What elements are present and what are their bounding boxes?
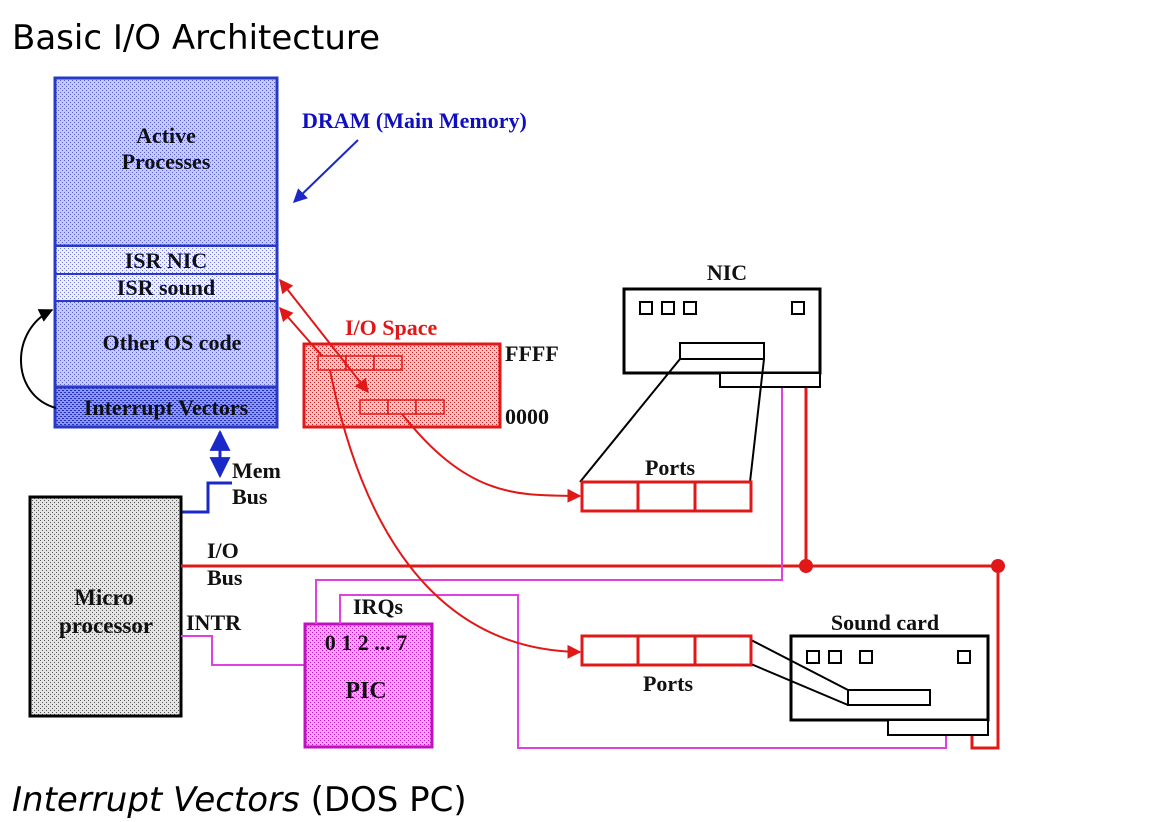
- active-processes-label-1: Active: [136, 123, 196, 148]
- main-memory: Active Processes ISR NIC ISR sound Other…: [53, 76, 279, 429]
- dram-pointer-arrow: [292, 139, 359, 203]
- io-space-ports-sound: [359, 399, 445, 415]
- subtitle-normal: (DOS PC): [299, 780, 467, 820]
- io-space-label: I/O Space: [345, 315, 438, 340]
- nic-ports: Ports: [580, 455, 753, 513]
- io-bus: I/O Bus: [181, 387, 1005, 750]
- active-processes-region: [53, 76, 279, 248]
- pic-irq-range: 0 1 2 ... 7: [325, 630, 408, 655]
- pic: 0 1 2 ... 7 PIC IRQs: [303, 594, 434, 749]
- microprocessor: Micro processor: [28, 495, 183, 718]
- subtitle: Interrupt Vectors (DOS PC): [12, 780, 467, 820]
- io-space-ports-nic: [317, 355, 403, 371]
- sound-ports: Ports: [580, 634, 753, 696]
- io-bus-label-2: Bus: [207, 565, 243, 590]
- dram-label: DRAM (Main Memory): [302, 108, 527, 133]
- isr-sound-region: [54, 273, 278, 302]
- intr-line: INTR: [181, 610, 305, 666]
- pic-label: PIC: [345, 678, 386, 704]
- nic-ports-label: Ports: [645, 455, 696, 480]
- io-to-nic-ports-arrow: [401, 413, 582, 503]
- irq-line-sound: [339, 594, 947, 749]
- active-processes-label-2: Processes: [122, 149, 211, 174]
- interrupt-vectors-label: Interrupt Vectors: [84, 395, 249, 420]
- io-bus-junction-sound: [991, 559, 1005, 573]
- subtitle-italic: Interrupt Vectors: [12, 780, 300, 820]
- page-title: Basic I/O Architecture: [12, 18, 381, 58]
- isr-nic-io-arrow: [279, 278, 369, 394]
- io-space-low: 0000: [505, 404, 549, 429]
- irq-line-nic: [315, 387, 783, 624]
- cpu-label-2: processor: [59, 613, 153, 638]
- sound-card-label: Sound card: [831, 610, 939, 635]
- memory-bus: Mem Bus: [181, 429, 281, 514]
- nic-card: NIC: [579, 260, 822, 483]
- sound-card: Sound card: [750, 610, 990, 736]
- nic-label: NIC: [707, 260, 747, 285]
- isr-nic-label: ISR NIC: [125, 248, 208, 273]
- mem-bus-label-2: Bus: [232, 484, 268, 509]
- vector-jump-arrow: [20, 309, 57, 409]
- other-os-code-label: Other OS code: [103, 330, 242, 355]
- io-space: I/O Space FFFF 0000: [302, 315, 559, 429]
- intr-label: INTR: [186, 610, 242, 635]
- isr-nic-region: [54, 245, 278, 275]
- io-bus-junction-nic: [799, 559, 813, 573]
- mem-bus-label-1: Mem: [232, 458, 281, 483]
- isr-sound-io-arrow: [279, 306, 323, 357]
- io-to-sound-ports-arrow: [329, 369, 582, 659]
- cpu-label-1: Micro: [74, 585, 134, 610]
- io-space-high: FFFF: [505, 341, 559, 366]
- isr-sound-label: ISR sound: [117, 275, 215, 300]
- sound-ports-label: Ports: [643, 671, 694, 696]
- irqs-label: IRQs: [353, 594, 404, 619]
- io-bus-label-1: I/O: [207, 538, 239, 563]
